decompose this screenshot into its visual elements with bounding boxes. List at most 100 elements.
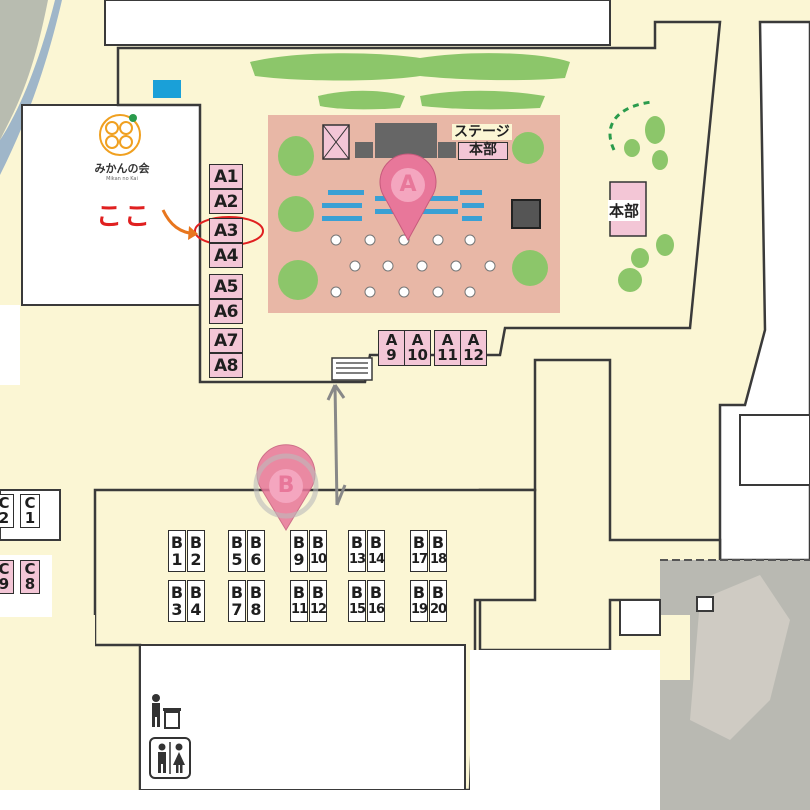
- stage-block: [375, 123, 437, 158]
- booth-letter: B: [189, 583, 203, 602]
- booth-number: 11: [437, 346, 458, 364]
- booth-a1[interactable]: A1: [209, 164, 243, 189]
- stage-label-2: 本部: [458, 142, 508, 160]
- tree: [278, 260, 318, 300]
- booth-letter: B: [249, 533, 263, 552]
- booth-number: 1: [171, 550, 183, 569]
- booth-a3[interactable]: A3: [209, 218, 243, 243]
- logo-romaji: Mikan no Kai: [106, 176, 138, 182]
- booth-letter: B: [311, 583, 325, 602]
- booth-letter: B: [412, 533, 426, 552]
- booth-letter: B: [369, 533, 383, 552]
- building-top: [104, 0, 611, 46]
- seating-tables: [330, 234, 496, 298]
- booth-number: 9: [293, 550, 305, 569]
- rubble-patch: [690, 575, 790, 740]
- booth-letter: B: [431, 583, 445, 602]
- booth-number: 3: [171, 600, 183, 619]
- booth-number: 2: [190, 550, 202, 569]
- booth-a8[interactable]: A8: [209, 353, 243, 378]
- booth-a2[interactable]: A2: [209, 189, 243, 214]
- bottom-edge: [0, 790, 660, 810]
- booth-letter: A: [441, 331, 454, 349]
- garden-path: [608, 100, 653, 151]
- pin-b-label: B: [277, 473, 295, 498]
- stage-label-1: ステージ: [452, 124, 512, 140]
- tree-band-2: [318, 90, 405, 110]
- booth-number: 11: [290, 602, 308, 617]
- tree: [512, 132, 544, 164]
- booth-number: 13: [348, 552, 366, 567]
- here-label: ここ: [96, 202, 153, 232]
- tree: [512, 250, 548, 286]
- booth-letter: B: [292, 583, 306, 602]
- logo-name: みかんの会: [94, 162, 150, 175]
- booth-letter: B: [311, 533, 325, 552]
- trash-icon: [152, 694, 181, 729]
- pin-b: [253, 444, 319, 531]
- booth-number: 6: [250, 550, 262, 569]
- booth-number: 10: [407, 346, 428, 364]
- booth-number: 8: [250, 600, 262, 619]
- booth-letter: B: [350, 533, 364, 552]
- booth-number: 15: [348, 602, 366, 617]
- booth-number: 20: [429, 602, 447, 617]
- booth-number: 2: [0, 509, 10, 527]
- booth-a7[interactable]: A7: [209, 328, 243, 353]
- booth-number: 12: [309, 602, 327, 617]
- booth-letter: B: [249, 583, 263, 602]
- tree: [278, 196, 314, 232]
- booth-number: 8: [24, 575, 36, 593]
- equipment-box: [511, 199, 541, 229]
- booth-number: 9: [386, 346, 397, 364]
- booth-letter: C: [24, 560, 36, 578]
- booth-a5[interactable]: A5: [209, 274, 243, 299]
- tree: [278, 136, 314, 176]
- hq-label: 本部: [608, 200, 641, 221]
- booth-a4[interactable]: A4: [209, 243, 243, 268]
- river-edge: [0, 0, 48, 140]
- building-bottom: [139, 644, 466, 791]
- tree-band-3: [420, 90, 545, 110]
- tree-band-top: [250, 53, 570, 81]
- building-left-strip: [0, 305, 20, 385]
- booth-letter: C: [24, 494, 36, 512]
- stage-right: [438, 142, 456, 158]
- booth-a6[interactable]: A6: [209, 299, 243, 324]
- logo-icon: [99, 114, 141, 156]
- route-arrowhead-top: [326, 384, 346, 401]
- booth-number: 12: [463, 346, 484, 364]
- booth-number: 7: [231, 600, 243, 619]
- booth-letter: B: [431, 533, 445, 552]
- booth-letter: B: [369, 583, 383, 602]
